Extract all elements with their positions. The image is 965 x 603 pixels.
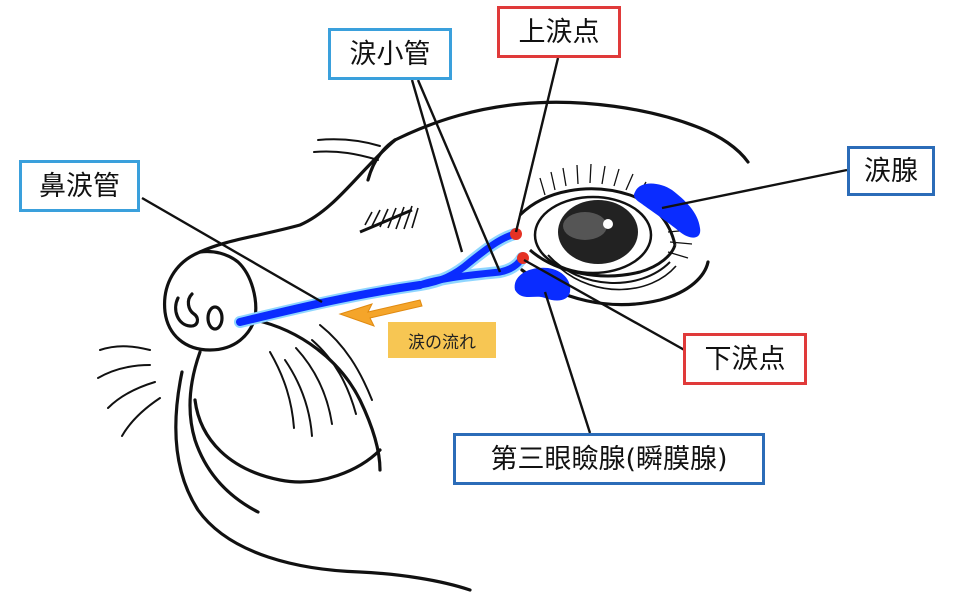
- nostril: [174, 292, 200, 328]
- label-nasolacrimal-duct: 鼻涙管: [19, 160, 140, 212]
- eye: [518, 163, 693, 291]
- tear-flow-label: 涙の流れ: [388, 322, 496, 358]
- cat-head-outline: [162, 100, 750, 592]
- leader-third-gland: [543, 291, 592, 434]
- label-third-eyelid-gland: 第三眼瞼腺(瞬膜腺): [453, 433, 765, 485]
- nose-bridge-line: [198, 138, 397, 254]
- pupil-highlight: [603, 219, 613, 229]
- ear-hatching: [359, 205, 419, 234]
- label-upper-punctum: 上涙点: [497, 6, 621, 58]
- cheek-line: [253, 318, 382, 472]
- leader-lower-punctum: [523, 258, 689, 354]
- label-lower-punctum: 下涙点: [683, 333, 807, 385]
- eyelid-upper: [518, 187, 677, 246]
- nose-pad: [162, 249, 258, 352]
- forehead-line: [393, 100, 750, 164]
- leader-canaliculi-lower: [416, 79, 502, 273]
- leader-nasolacrimal: [141, 196, 323, 304]
- lower-lid-curve-2: [559, 265, 677, 291]
- label-lacrimal-canaliculi: 涙小管: [328, 28, 452, 80]
- leader-lacrimal-gland: [661, 168, 848, 210]
- label-lacrimal-gland: 涙腺: [847, 146, 935, 196]
- leader-canaliculi-upper: [410, 79, 464, 253]
- upper-punctum-dot: [510, 228, 522, 240]
- lacrimal-gland-shape: [633, 183, 701, 238]
- eyelid-lower: [529, 244, 677, 278]
- leader-lines: [141, 57, 848, 434]
- nostril-inner: [206, 305, 224, 331]
- upper-lip-line: [188, 350, 260, 514]
- whiskers: [97, 138, 381, 437]
- jaw-line: [174, 370, 472, 592]
- ear-fold-line: [366, 138, 397, 182]
- third-eyelid-gland-shape: [514, 267, 571, 301]
- lower-lid-curve: [547, 254, 671, 284]
- nasolacrimal-duct-path: [236, 281, 424, 326]
- chin-line: [193, 398, 382, 484]
- tear-flow-arrow: [338, 299, 423, 327]
- iris-shine: [563, 212, 607, 240]
- leader-upper-punctum: [514, 57, 560, 233]
